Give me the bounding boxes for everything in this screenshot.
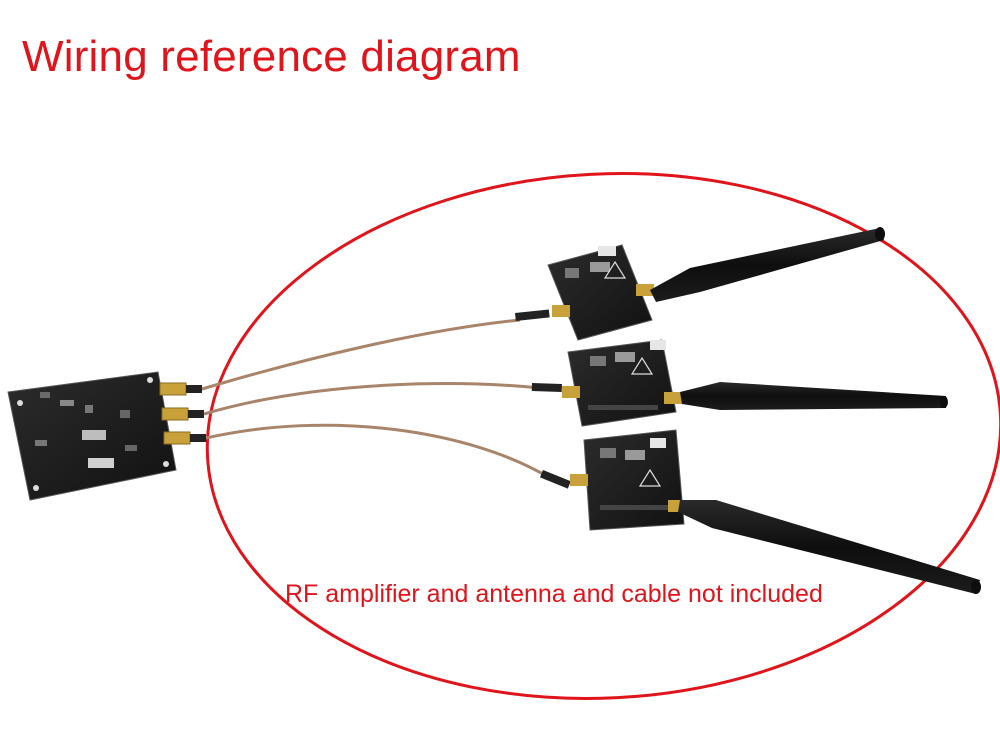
highlight-ellipse xyxy=(205,172,1000,700)
antenna xyxy=(678,500,981,594)
transmitter-board xyxy=(7,371,206,501)
not-included-caption: RF amplifier and antenna and cable not i… xyxy=(285,580,823,608)
rf-amplifier-module xyxy=(547,244,654,341)
antenna xyxy=(680,382,948,410)
rf-amplifier-module xyxy=(570,429,686,531)
coaxial-cable xyxy=(201,318,551,480)
diagram-title: Wiring reference diagram xyxy=(22,32,521,81)
antenna xyxy=(650,227,885,302)
rf-amplifier-module xyxy=(562,339,682,427)
